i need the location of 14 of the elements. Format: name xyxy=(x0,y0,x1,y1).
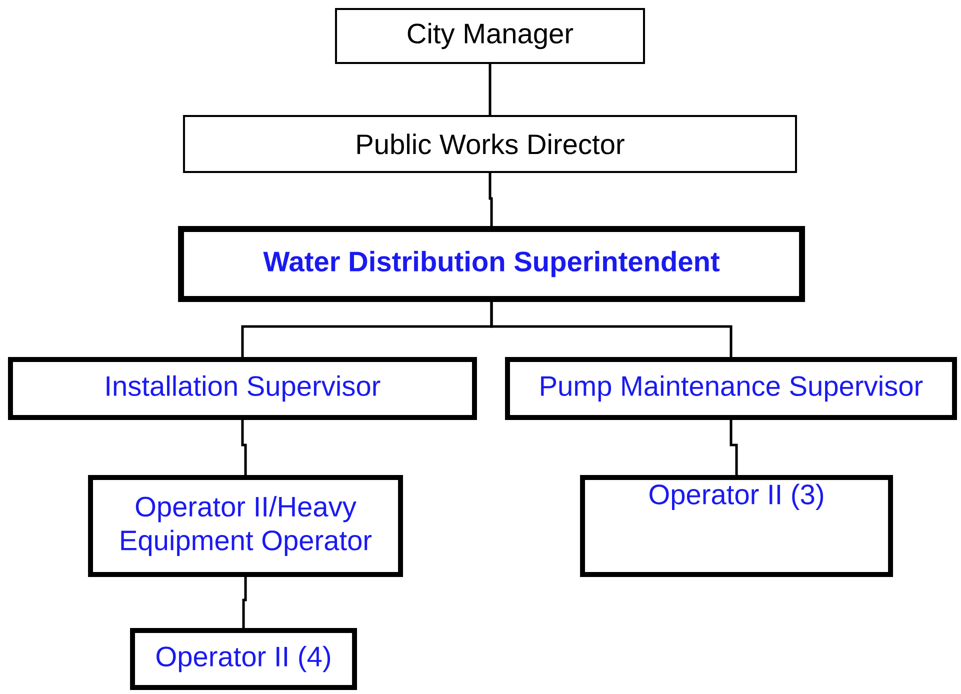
org-box: Water Distribution Superintendent xyxy=(178,226,806,302)
org-box: Installation Supervisor xyxy=(8,356,477,420)
connector-line xyxy=(488,172,493,229)
org-box: Public Works Director xyxy=(183,115,798,173)
org-box: City Manager xyxy=(335,8,645,64)
connector-line xyxy=(488,63,492,116)
connector-line xyxy=(730,417,738,478)
connector-line xyxy=(241,417,247,478)
org-box: Pump Maintenance Supervisor xyxy=(505,356,957,420)
connector-line xyxy=(490,299,732,360)
org-box: Operator II (3) xyxy=(580,475,894,577)
org-box: Operator II/Heavy Equipment Operator xyxy=(88,475,404,577)
connector-line xyxy=(242,574,247,630)
org-box: Operator II (4) xyxy=(130,628,358,690)
